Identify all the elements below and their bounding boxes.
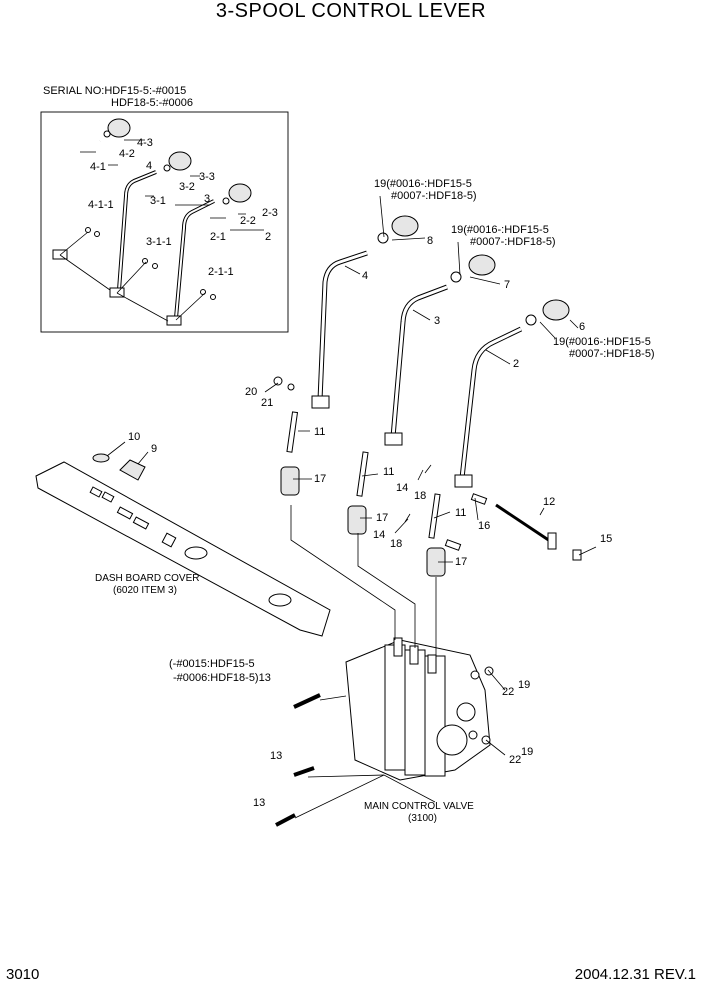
callout-19-a-line1: 19(#0016-:HDF15-5 bbox=[374, 178, 472, 190]
callout-21: 21 bbox=[261, 397, 274, 409]
callout-6: 6 bbox=[579, 321, 586, 333]
callout-3: 3 bbox=[204, 193, 211, 205]
callout-4-main: 4 bbox=[362, 270, 369, 282]
callout-11-c: 11 bbox=[455, 507, 467, 519]
callout-12: 12 bbox=[543, 496, 556, 508]
callout-22-a: 22 bbox=[502, 686, 515, 698]
dash-board-cover-ref: (6020 ITEM 3) bbox=[113, 585, 177, 596]
callout-19-b-line1: 19(#0016-:HDF15-5 bbox=[451, 224, 549, 236]
callout-17-b: 17 bbox=[376, 512, 389, 524]
callout-2-1: 2-1 bbox=[210, 231, 226, 243]
callout-8: 8 bbox=[427, 235, 434, 247]
leader-lines bbox=[106, 195, 597, 819]
callout-15: 15 bbox=[600, 533, 613, 545]
callout-19-c-line1: 19(#0016-:HDF15-5 bbox=[553, 336, 651, 348]
callout-16: 16 bbox=[478, 520, 491, 532]
callout-2-2: 2-2 bbox=[240, 215, 256, 227]
callout-2-3: 2-3 bbox=[262, 207, 278, 219]
inset-lever-4 bbox=[52, 118, 131, 260]
page-number: 3010 bbox=[6, 966, 40, 983]
page-title: 3-SPOOL CONTROL LEVER bbox=[215, 0, 487, 22]
lever-2 bbox=[454, 299, 570, 488]
callout-3-main: 3 bbox=[434, 315, 441, 327]
lever-3 bbox=[384, 254, 496, 446]
callout-18-b: 18 bbox=[390, 538, 403, 550]
callout-17-c: 17 bbox=[455, 556, 468, 568]
inset-lever-2 bbox=[166, 183, 252, 326]
lever-4 bbox=[311, 215, 419, 409]
inset-serial-line2: HDF18-5:-#0006 bbox=[111, 97, 193, 109]
callout-4-1-1: 4-1-1 bbox=[88, 199, 114, 211]
callout-10: 10 bbox=[128, 431, 141, 443]
callout-3-1: 3-1 bbox=[150, 195, 166, 207]
callout-19-b-line2: #0007-:HDF18-5) bbox=[470, 236, 556, 248]
callout-4-3: 4-3 bbox=[137, 137, 153, 149]
callout-14-a: 14 bbox=[396, 482, 409, 494]
inset-small-parts bbox=[59, 139, 264, 322]
callout-11-b: 11 bbox=[383, 466, 395, 478]
revision-date: 2004.12.31 REV.1 bbox=[574, 966, 696, 983]
main-control-valve bbox=[345, 637, 494, 781]
inset-serial-line1: SERIAL NO:HDF15-5:-#0015 bbox=[43, 85, 187, 97]
callout-19-a-line2: #0007-:HDF18-5) bbox=[391, 190, 477, 202]
main-control-valve-label: MAIN CONTROL VALVE bbox=[364, 801, 474, 812]
callout-13-b: 13 bbox=[270, 750, 283, 762]
callout-2: 2 bbox=[265, 231, 272, 243]
inset-lever-3 bbox=[109, 151, 192, 298]
callout-19-d: 19 bbox=[518, 679, 531, 691]
callout-2-main: 2 bbox=[513, 358, 520, 370]
callout-17-a: 17 bbox=[314, 473, 327, 485]
callout-2-1-1: 2-1-1 bbox=[208, 266, 234, 278]
callout-3-3: 3-3 bbox=[199, 171, 215, 183]
bolts-13 bbox=[275, 693, 321, 827]
callout-7: 7 bbox=[504, 279, 511, 291]
callout-20: 20 bbox=[245, 386, 258, 398]
callout-4-2: 4-2 bbox=[119, 148, 135, 160]
inset-frame bbox=[40, 111, 289, 333]
dash-board-cover-label: DASH BOARD COVER bbox=[95, 573, 200, 584]
callout-3-1-1: 3-1-1 bbox=[146, 236, 172, 248]
callout-4: 4 bbox=[146, 160, 153, 172]
callout-4-1: 4-1 bbox=[90, 161, 106, 173]
links-and-pins bbox=[273, 376, 582, 577]
dash-board-cover bbox=[35, 453, 331, 637]
callout-14-b: 14 bbox=[373, 529, 386, 541]
main-control-valve-ref: (3100) bbox=[408, 813, 437, 824]
callout-13-a-line2: -#0006:HDF18-5)13 bbox=[173, 672, 271, 684]
callout-22-b: 22 bbox=[509, 754, 522, 766]
callout-9: 9 bbox=[151, 443, 158, 455]
callout-18-a: 18 bbox=[414, 490, 427, 502]
callout-11-a: 11 bbox=[314, 426, 326, 438]
callout-19-e: 19 bbox=[521, 746, 534, 758]
callout-13-a-line1: (-#0015:HDF15-5 bbox=[169, 658, 255, 670]
callout-3-2: 3-2 bbox=[179, 181, 195, 193]
callout-13-c: 13 bbox=[253, 797, 266, 809]
callout-19-c-line2: #0007-:HDF18-5) bbox=[569, 348, 655, 360]
